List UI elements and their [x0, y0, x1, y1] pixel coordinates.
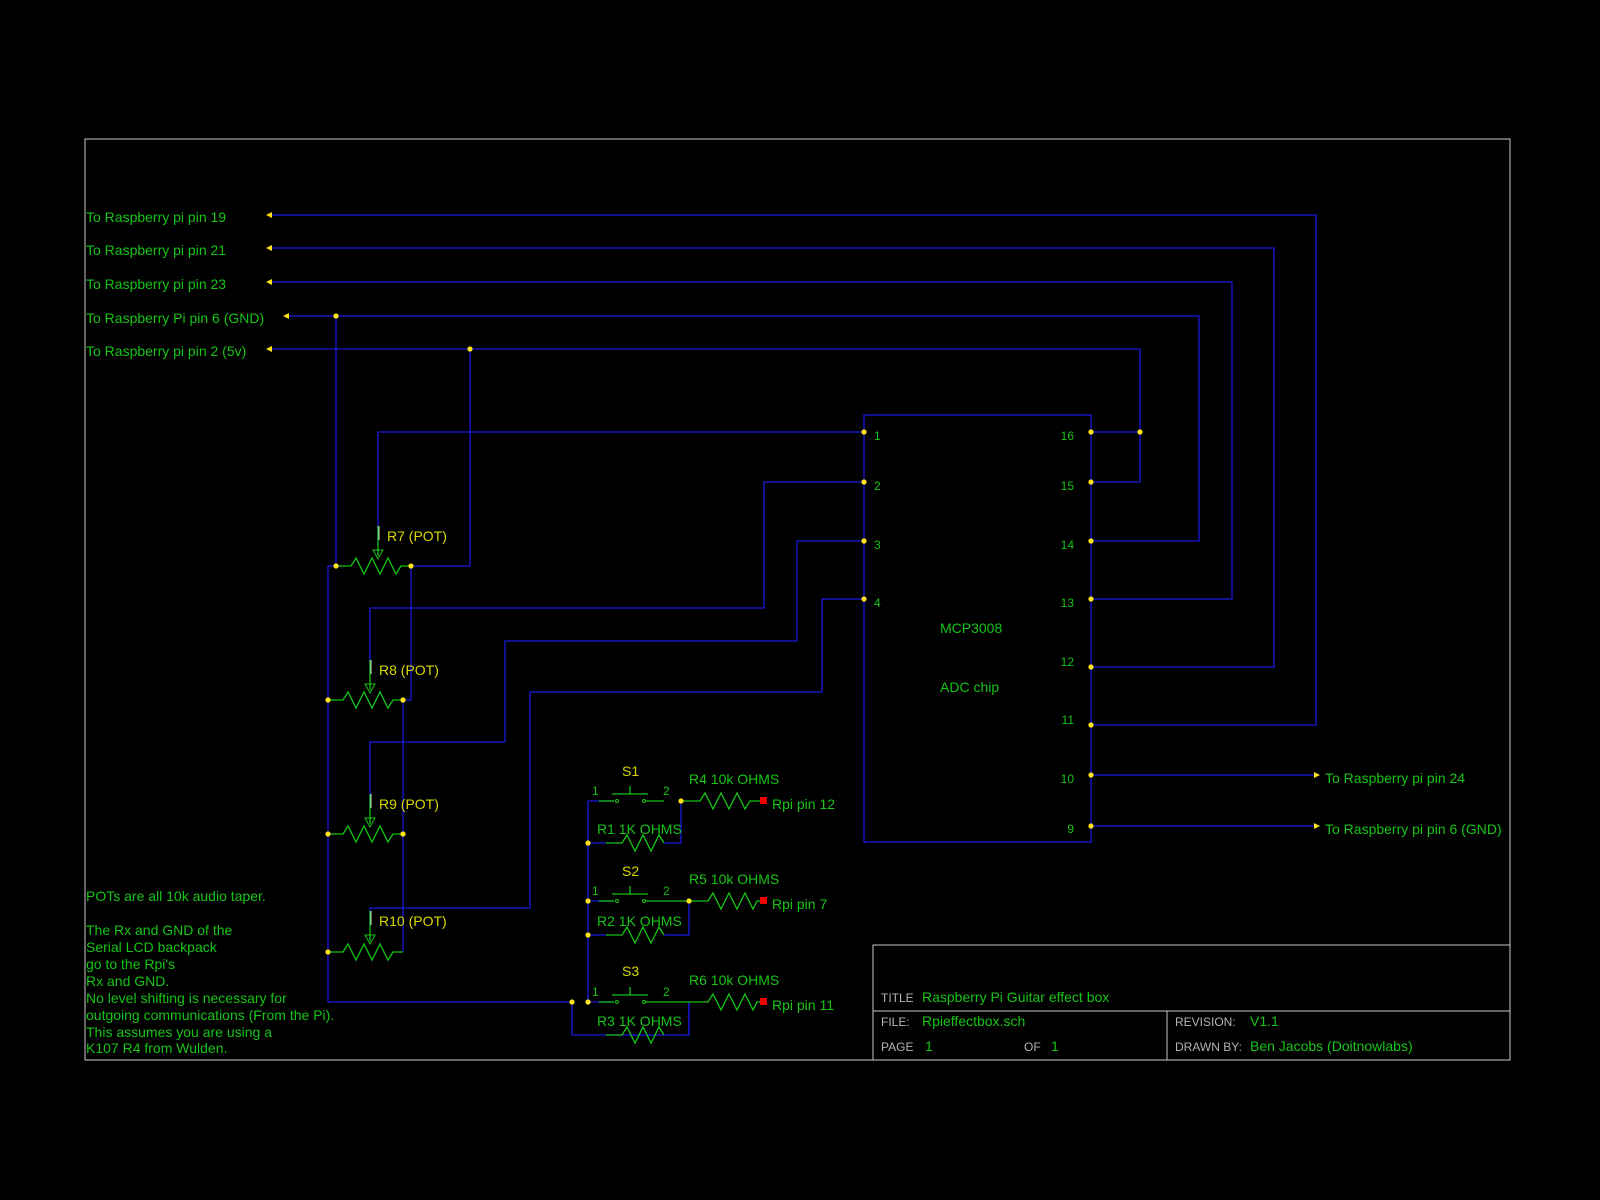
file-value: Rpieffectbox.sch	[922, 1013, 1025, 1029]
label-rpi-pin-7: Rpi pin 7	[772, 896, 827, 912]
chip-pin-2: 2	[874, 479, 881, 493]
label-rpi-pin-12: Rpi pin 12	[772, 796, 835, 812]
chip-pin-16: 16	[1061, 429, 1075, 443]
label-r9: R9 (POT)	[379, 796, 439, 812]
chip-pin-12: 12	[1061, 655, 1075, 669]
wires	[270, 214, 1317, 1036]
chip-pin-4: 4	[874, 596, 881, 610]
sheet-border	[84, 138, 1511, 1061]
label-s1: S1	[622, 763, 639, 779]
title-label: TITLE	[881, 991, 914, 1005]
label-pi2-5v: To Raspberry pi pin 2 (5v)	[86, 343, 246, 359]
label-s3-pin1: 1	[592, 985, 599, 999]
note-line-4: Serial LCD backpack	[86, 939, 218, 955]
note-line-8: outgoing communications (From the Pi).	[86, 1007, 334, 1023]
label-s2-pin1: 1	[592, 884, 599, 898]
label-r10: R10 (POT)	[379, 913, 447, 929]
revision-value: V1.1	[1250, 1013, 1279, 1029]
chip-pin-13: 13	[1061, 596, 1075, 610]
of-value: 1	[1051, 1038, 1059, 1054]
chip-pin-1: 1	[874, 429, 881, 443]
switch-s3-group	[599, 987, 767, 1045]
label-pi23: To Raspberry pi pin 23	[86, 276, 226, 292]
chip-desc: ADC chip	[940, 679, 999, 695]
label-pi21: To Raspberry pi pin 21	[86, 242, 226, 258]
note-line-7: No level shifting is necessary for	[86, 990, 287, 1006]
note-line-10: K107 R4 from Wulden.	[86, 1040, 227, 1056]
page-label: PAGE	[881, 1040, 913, 1054]
note-line-6: Rx and GND.	[86, 973, 169, 989]
chip-name: MCP3008	[940, 620, 1002, 636]
label-r1: R1 1K OHMS	[597, 821, 682, 837]
label-s1-pin2: 2	[663, 784, 670, 798]
page-value: 1	[925, 1038, 933, 1054]
chip-pin-11: 11	[1062, 713, 1075, 727]
switch-s1-group	[599, 786, 767, 853]
title-block: TITLE Raspberry Pi Guitar effect box FIL…	[872, 944, 1511, 1061]
file-label: FILE:	[881, 1015, 910, 1029]
label-r4: R4 10k OHMS	[689, 771, 779, 787]
drawn-by-label: DRAWN BY:	[1175, 1040, 1242, 1054]
note-line-1: POTs are all 10k audio taper.	[86, 888, 266, 904]
label-s3-pin2: 2	[663, 985, 670, 999]
label-rpi-pin-11: Rpi pin 11	[772, 997, 834, 1013]
label-s3: S3	[622, 963, 639, 979]
mcp3008-body	[863, 414, 1092, 843]
label-r5: R5 10k OHMS	[689, 871, 779, 887]
label-pi24: To Raspberry pi pin 24	[1325, 770, 1465, 786]
label-pi19: To Raspberry pi pin 19	[86, 209, 226, 225]
label-pi6-gnd-out: To Raspberry pi pin 6 (GND)	[1325, 821, 1502, 837]
label-s1-pin1: 1	[592, 784, 599, 798]
notes-block: POTs are all 10k audio taper. The Rx and…	[86, 888, 334, 1056]
junctions	[325, 313, 1143, 1005]
chip-pin-10: 10	[1061, 772, 1075, 786]
chip-pin-3: 3	[874, 538, 881, 552]
label-pi6-gnd: To Raspberry Pi pin 6 (GND)	[86, 310, 264, 326]
revision-label: REVISION:	[1175, 1015, 1236, 1029]
connector-arrows	[266, 212, 1320, 829]
note-line-5: go to the Rpi's	[86, 956, 175, 972]
label-r6: R6 10k OHMS	[689, 972, 779, 988]
note-line-9: This assumes you are using a	[86, 1024, 272, 1040]
chip-pin-9: 9	[1067, 822, 1074, 836]
title-value: Raspberry Pi Guitar effect box	[922, 989, 1109, 1005]
label-s2: S2	[622, 863, 639, 879]
chip-pin-14: 14	[1061, 538, 1075, 552]
label-s2-pin2: 2	[663, 884, 670, 898]
drawn-by-value: Ben Jacobs (Doitnowlabs)	[1250, 1038, 1413, 1054]
pot-r8	[328, 660, 403, 710]
chip-pin-15: 15	[1061, 479, 1075, 493]
of-label: OF	[1024, 1040, 1041, 1054]
switch-s2-group	[599, 886, 767, 945]
label-r2: R2 1K OHMS	[597, 913, 682, 929]
pot-r9	[328, 794, 403, 844]
label-r7: R7 (POT)	[387, 528, 447, 544]
pot-r7	[336, 526, 411, 576]
note-line-3: The Rx and GND of the	[86, 922, 233, 938]
label-r8: R8 (POT)	[379, 662, 439, 678]
label-r3: R3 1K OHMS	[597, 1013, 682, 1029]
pot-r10	[328, 911, 403, 962]
